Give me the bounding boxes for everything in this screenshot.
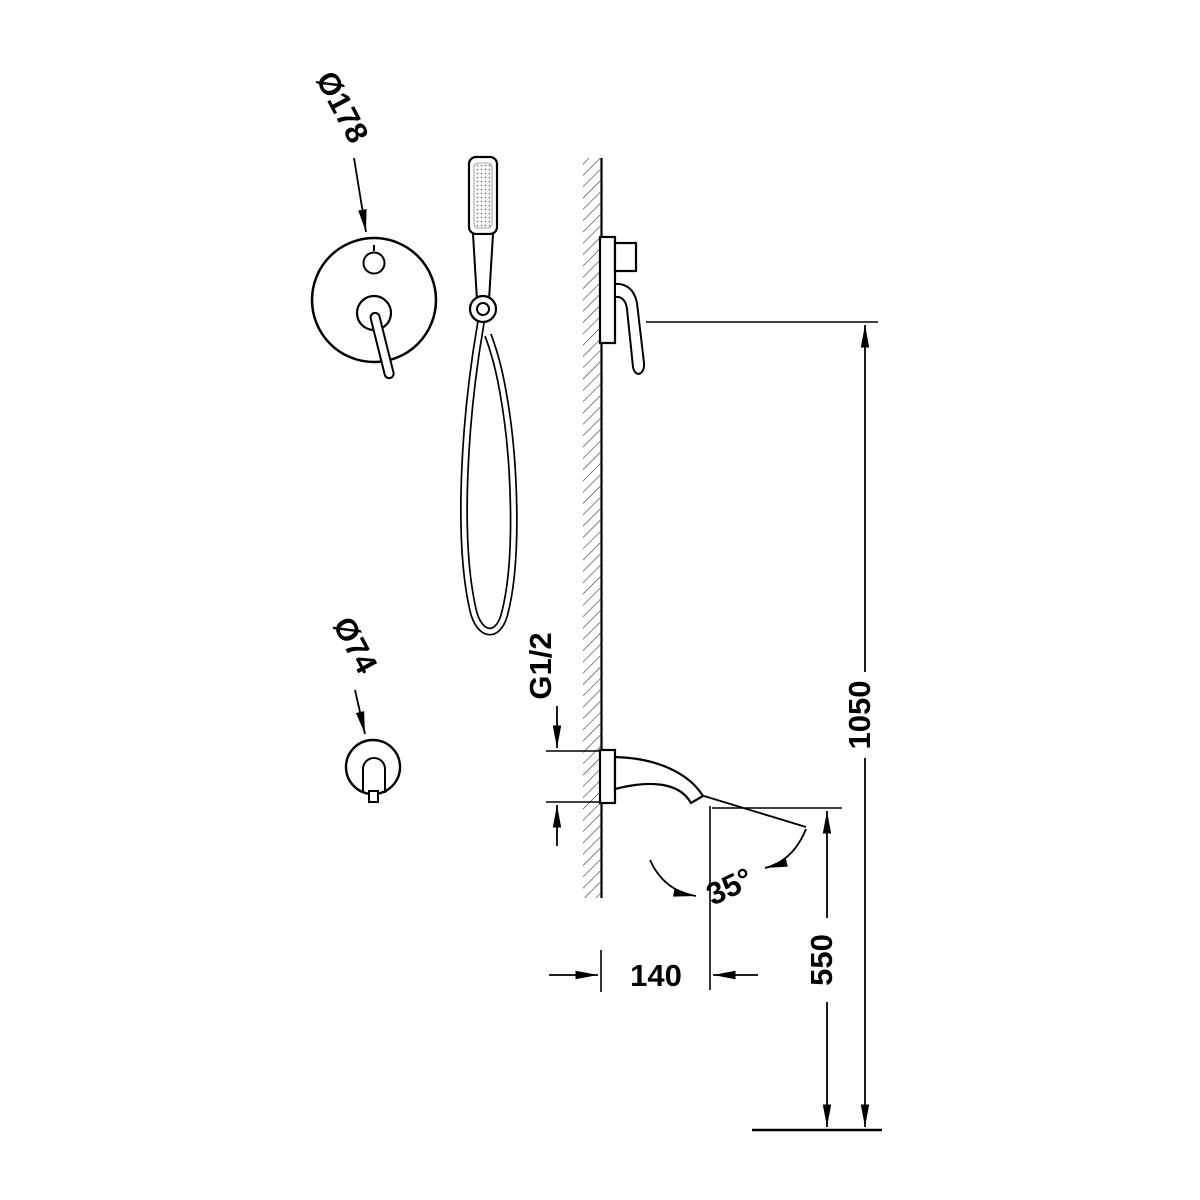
label-178: Ø178 [309,65,376,148]
mixer-front-view [310,236,438,380]
label-74: Ø74 [326,611,385,680]
handshower-handle [471,233,495,301]
angle-arc-left-arrow [649,859,697,897]
angle-arc-right-arrow [764,828,807,869]
holder-bracket-slot [362,757,386,793]
angle-ref-line [703,795,807,828]
spout-body [613,755,705,805]
label-g12: G1/2 [523,632,558,699]
wall-hatch [583,158,602,898]
diverter-knob-side [613,241,638,273]
holder-plate-circle [344,738,402,796]
shower-hose-outline [460,321,518,636]
handshower-spray-face [473,162,493,229]
mixer-plate-circle [310,236,438,364]
label-1050: 1050 [842,681,877,750]
holder-outlet-stub [368,790,379,803]
spout-side-view [546,748,705,805]
dimension-1050: 1050 [646,321,878,1127]
leaders [353,157,367,735]
handshower-holder-hub [476,302,490,316]
handshower [460,155,518,636]
spout-flange [598,748,617,805]
mixer-side-view [598,235,646,375]
dimension-g12: G1/2 [523,632,562,846]
dimension-550: 550 [712,807,842,1127]
mixer-lever-front [369,311,395,380]
leader-arrow-74 [354,689,366,735]
leader-arrow-178 [353,157,367,233]
mixer-plate-side [598,235,617,345]
holder-front-view [344,738,402,803]
dimension-140: 140 [549,806,758,993]
mixer-lever-side [614,282,646,375]
shower-hose-core [461,321,516,634]
angle-35: 35° [649,795,807,912]
label-550: 550 [804,934,839,986]
diverter-knob-circle [362,251,386,275]
label-140: 140 [630,958,682,993]
